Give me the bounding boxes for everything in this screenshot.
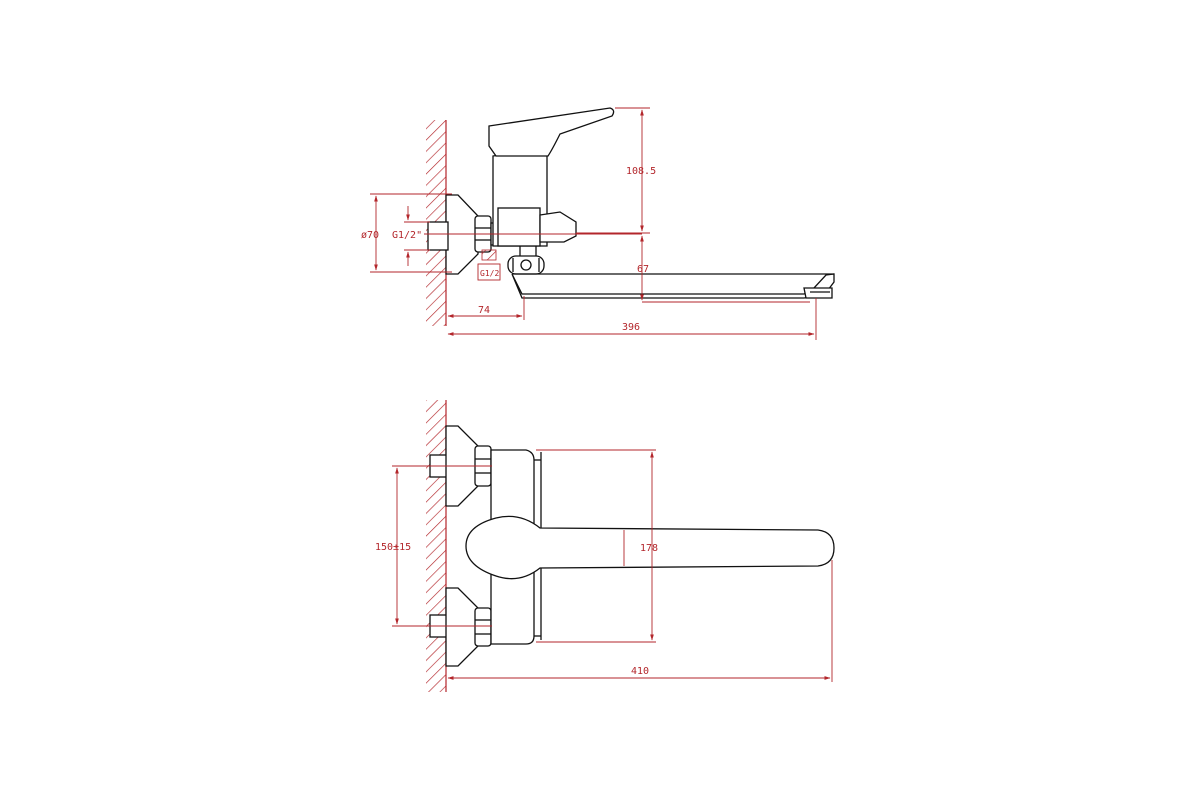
handle-spout-top	[465, 515, 835, 580]
dim-label-410: 410	[631, 666, 649, 677]
dim-center-distance: 150±15	[375, 467, 411, 625]
lower-inlet-top	[429, 587, 492, 667]
dim-overall-length-top: 410	[447, 560, 833, 682]
diverter-thread-side	[481, 249, 497, 261]
dim-label-diverter-thread: G1/2	[480, 269, 499, 278]
dim-label-67: 67	[637, 264, 649, 275]
dim-body-width: 178	[536, 449, 658, 643]
diverter-thread-box	[477, 263, 501, 281]
dim-thread-size: G1/2"	[392, 206, 430, 266]
dim-handle-height: 108.5	[576, 107, 656, 234]
dim-label-108-5: 108.5	[626, 166, 656, 177]
handle-side	[488, 107, 615, 157]
dim-label-g12: G1/2"	[392, 230, 422, 241]
diverter-ring-side	[507, 255, 545, 275]
dim-label-396: 396	[622, 322, 640, 333]
wall-section-top	[426, 400, 447, 692]
dim-label-o70: ø70	[361, 230, 379, 241]
side-view: 108.5 ø70 G1/2" G1/2 67	[361, 107, 835, 340]
spout-side	[511, 273, 835, 299]
dim-label-74: 74	[478, 305, 490, 316]
faucet-body-side	[492, 147, 577, 256]
dim-escutcheon-diameter: ø70	[361, 193, 452, 273]
dim-spout-height: 67	[637, 235, 810, 303]
inlet-pipe-side	[427, 221, 449, 251]
dim-label-150: 150±15	[375, 542, 411, 553]
top-view: 150±15 178 410	[375, 400, 835, 692]
dim-label-178: 178	[640, 543, 658, 554]
escutcheon-side	[445, 194, 479, 275]
dim-overall-length-side: 396	[447, 298, 817, 340]
dim-body-depth: 74	[447, 296, 525, 320]
